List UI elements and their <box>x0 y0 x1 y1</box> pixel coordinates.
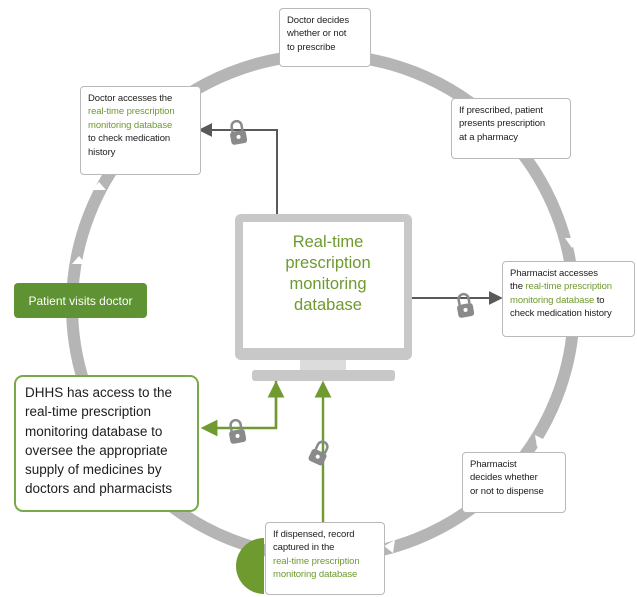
dhhs-text: oversee the appropriate <box>25 442 168 458</box>
step-text: monitoring database to <box>510 294 627 307</box>
cycle-chevrons <box>72 32 579 553</box>
padlock-icon <box>229 418 247 444</box>
monitor-base <box>252 370 395 381</box>
step-text: If prescribed, patient <box>459 105 543 116</box>
step-text-highlight: real-time prescription <box>273 555 360 567</box>
step-text: check medication history <box>510 308 612 320</box>
step-doctor-accesses: Doctor accesses the real-time prescripti… <box>80 86 201 175</box>
monitor-label: Real-time prescription monitoring databa… <box>248 232 408 316</box>
monitor-screen <box>243 222 404 348</box>
step-text: presents prescription <box>459 118 546 130</box>
dhhs-text: supply of medicines by <box>25 462 162 478</box>
step-text: Doctor decides <box>287 15 349 26</box>
step-text: to prescribe <box>287 41 336 53</box>
step-text-highlight: monitoring database <box>510 294 595 306</box>
dhhs-text: monitoring database to <box>25 423 163 439</box>
step-text: history <box>88 146 116 158</box>
padlock-icon <box>457 292 475 318</box>
step-text-highlight: monitoring database <box>88 119 173 131</box>
monitor-neck <box>300 360 346 370</box>
step-text: Doctor accesses the <box>88 93 173 104</box>
green-semicircle <box>236 538 264 594</box>
step-text: the <box>510 281 526 293</box>
monitor-graphic <box>235 214 412 381</box>
arrow-to-doctor <box>198 123 278 214</box>
padlock-icon <box>230 119 248 145</box>
arrow-dhhs-access <box>200 380 285 437</box>
step-patient-presents: If prescribed, patient presents prescrip… <box>451 98 571 159</box>
step-text: to <box>594 294 605 306</box>
padlock-icon <box>308 440 329 466</box>
step-text: captured in the <box>273 542 335 554</box>
chevron-down-icon <box>92 182 106 190</box>
monitor-label-line: prescription <box>285 254 371 273</box>
step-doctor-decides: Doctor decides whether or not to prescri… <box>279 8 371 67</box>
step-text: Pharmacist accesses <box>510 268 598 279</box>
step-text: at a pharmacy <box>459 131 518 143</box>
step-pharmacist-accesses: Pharmacist accesses the real-time prescr… <box>502 261 635 337</box>
step-text: whether or not <box>287 28 347 40</box>
dhhs-text: doctors and pharmacists <box>25 481 173 497</box>
patient-visits-doctor-label: Patient visits doctor <box>14 283 147 318</box>
step-text: If dispensed, record <box>273 529 355 540</box>
monitor-label-line: Real-time <box>292 233 364 251</box>
step-record-captured: If dispensed, record captured in the rea… <box>265 522 385 595</box>
chevron-right-icon <box>266 32 276 46</box>
step-pharmacist-decides: Pharmacist decides whether or not to dis… <box>462 452 566 513</box>
chevron-left-icon <box>384 540 395 553</box>
step-text: Pharmacist <box>470 459 517 470</box>
dhhs-text: real-time prescription <box>25 404 152 420</box>
step-text: to check medication <box>88 133 171 145</box>
step-text-highlight: real-time prescription <box>525 281 612 293</box>
step-text: decides whether <box>470 472 538 484</box>
chevron-down-icon <box>535 435 547 447</box>
step-text-highlight: real-time prescription <box>88 106 175 118</box>
step-text-highlight: monitoring database <box>273 569 358 581</box>
dhhs-text: DHHS has access to the <box>25 385 173 400</box>
chevron-down-icon <box>565 238 579 248</box>
step-text: the real-time prescription <box>510 280 627 293</box>
step-text: or not to dispense <box>470 485 544 497</box>
dhhs-access-box: DHHS has access to the real-time prescri… <box>14 375 199 512</box>
monitor-label-line: database <box>294 296 362 315</box>
chevron-up-icon <box>72 256 86 264</box>
monitor-label-line: monitoring <box>289 275 367 294</box>
